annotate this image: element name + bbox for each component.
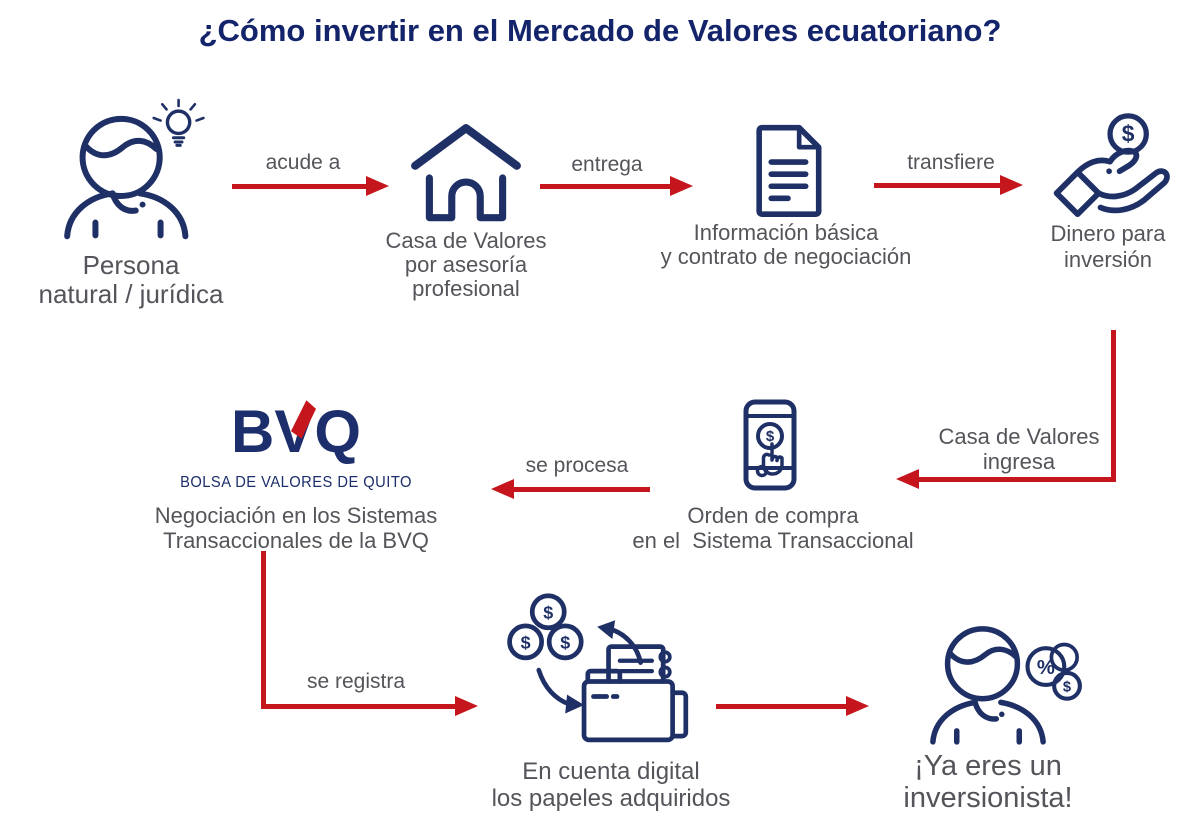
ingresa-label-line1: Casa de Valores [938,424,1100,449]
dollar-glyph: $ [521,632,531,652]
page-title: ¿Cómo invertir en el Mercado de Valores … [198,13,1002,48]
percent-glyph: % [1037,657,1055,679]
arrow-acude-line [232,184,368,189]
orden-label-line2: en el Sistema Transaccional [632,528,914,553]
arrow-final-line [716,704,848,709]
cuenta-label-line2: los papeles adquiridos [491,785,731,812]
bvq-arrow-icon [290,400,317,439]
person-idea-icon [56,94,206,240]
dollar-glyph: $ [766,428,775,445]
dinero-label-line2: inversión [1063,247,1153,272]
cuenta-label-line1: En cuenta digital [522,758,700,785]
casa-label-line3: profesional [412,276,520,301]
dinero-label-line1: Dinero para [1050,221,1166,246]
connector-registra-head [455,696,478,716]
arrow-registra-label: se registra [306,670,406,693]
arrow-entrega-label: entrega [571,153,643,176]
connector-registra-vertical [261,551,266,707]
arrow-procesa-head [491,479,514,499]
orden-label-line1: Orden de compra [687,503,859,528]
informacion-label-line1: Información básica [693,220,879,245]
persona-label-line2: natural / jurídica [38,279,224,309]
house-icon [407,121,525,225]
inversionista-label-line1: ¡Ya eres un [914,750,1062,782]
dollar-glyph: $ [1122,121,1135,147]
arrow-transfiere-head [1000,175,1023,195]
investor-icon: % $ [920,616,1090,745]
phone-order-icon: $ [742,398,798,492]
arrow-final-head [846,696,869,716]
percent-dollar-coins-icon: % $ [1025,642,1082,701]
connector-ingresa-head [896,469,919,489]
persona-label-line1: Persona [82,250,180,280]
document-icon [748,123,828,222]
arrow-entrega-line [540,184,672,189]
arrow-procesa-line [513,487,650,492]
connector-ingresa-horizontal [919,477,1116,482]
informacion-label-line2: y contrato de negociación [660,244,912,269]
arrow-acude-head [366,176,389,196]
ingresa-label-line2: ingresa [982,449,1056,474]
casa-label-line2: por asesoría [404,252,528,277]
arrow-transfiere-label: transfiere [907,151,995,174]
dollar-glyph: $ [543,602,553,622]
arrow-transfiere-line [874,183,1002,188]
connector-registra-horizontal [261,704,457,709]
arrow-entrega-head [670,176,693,196]
dollar-glyph: $ [560,632,570,652]
lightbulb-icon [152,98,205,147]
bvq-tagline: BOLSA DE VALORES DE QUITO [180,474,412,491]
bvq-label-line1: Negociación en los Sistemas [154,503,438,528]
arrow-procesa-label: se procesa [525,454,629,477]
folder-coins-icon: $ $ $ [503,591,699,747]
bvq-label-line2: Transaccionales de la BVQ [163,528,429,553]
casa-label-line1: Casa de Valores [385,228,547,253]
connector-ingresa-vertical [1111,330,1116,480]
arrow-acude-label: acude a [265,151,341,174]
inversionista-label-line2: inversionista! [903,782,1073,814]
dollar-glyph: $ [1063,679,1071,695]
hand-coin-icon: $ [1048,113,1174,224]
